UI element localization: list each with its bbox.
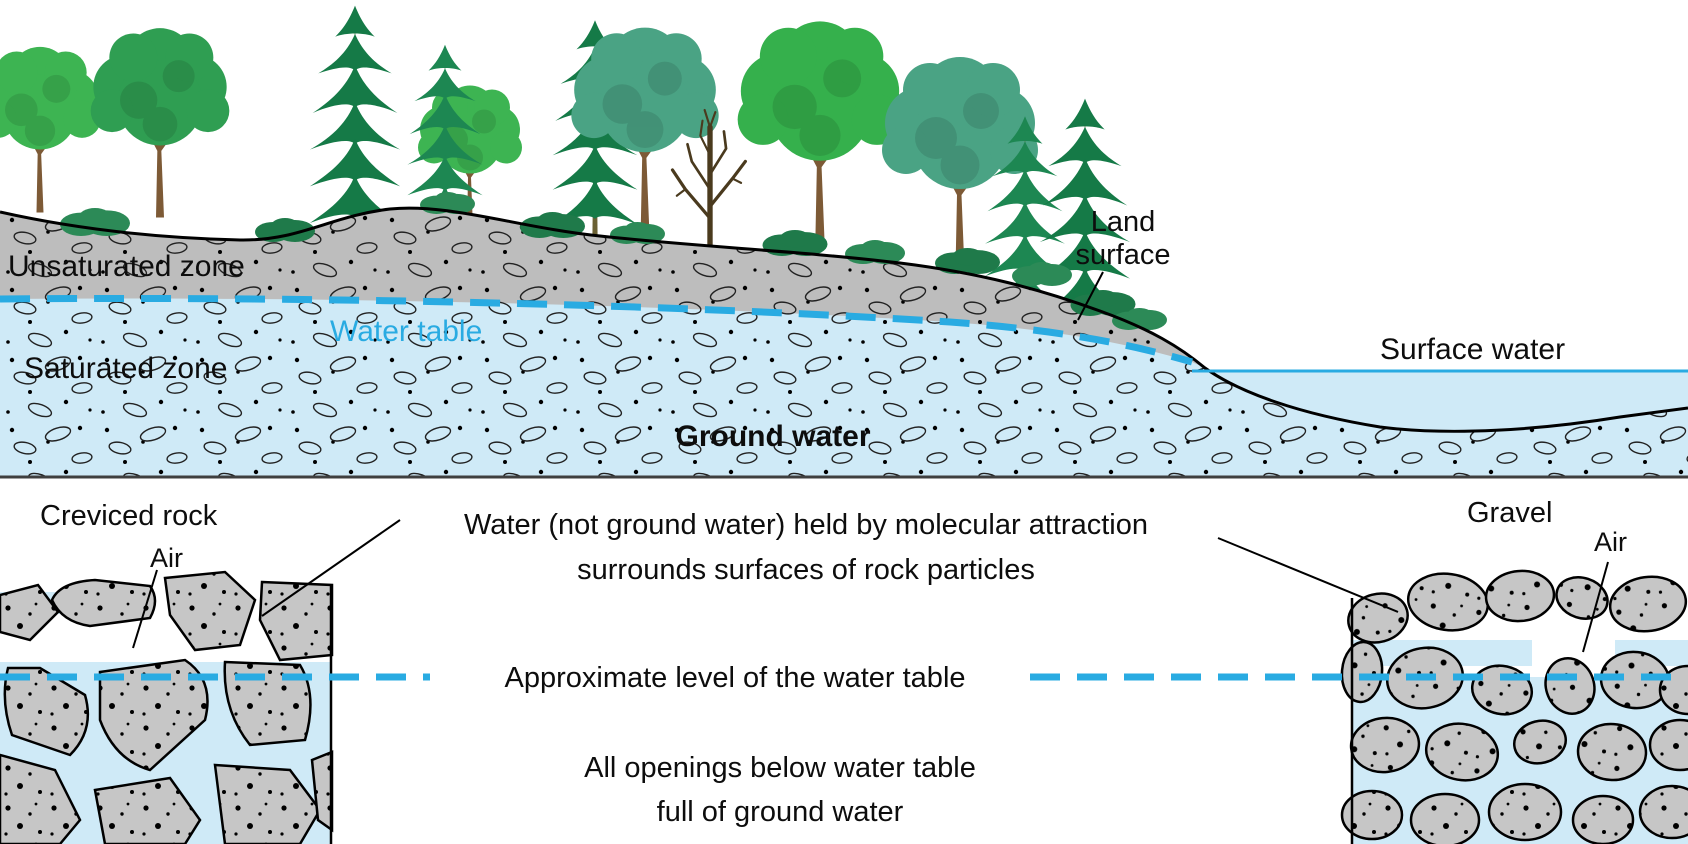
water-table-dashed-line [0,294,1193,366]
label-openings-line2: full of ground water [656,796,904,828]
label-water-table: Water table [330,315,483,348]
label-gravel: Gravel [1467,497,1553,529]
sediment-stipple-overlay [0,208,1688,477]
label-molecular-attraction-line2: surrounds surfaces of rock particles [577,554,1035,586]
rock-slabs [0,570,334,844]
surface-water-fill [1192,368,1688,432]
label-creviced-rock: Creviced rock [40,500,218,532]
label-molecular-attraction-line1: Water (not ground water) held by molecul… [464,509,1148,541]
gravel-stones [1340,569,1688,844]
leader-lines [132,519,1609,653]
label-approximate-water-table-level: Approximate level of the water table [504,662,966,694]
creviced-rock-inset [0,570,334,844]
label-air-left: Air [150,543,183,573]
label-surface-water: Surface water [1380,333,1566,366]
gravel-inset [1340,569,1688,844]
label-unsaturated-zone: Unsaturated zone [8,250,245,283]
label-land-surface: Land surface [1075,206,1171,272]
label-ground-water: Ground water [675,420,871,453]
label-saturated-zone: Saturated zone [24,352,228,385]
label-openings-line1: All openings below water table [584,752,976,784]
land-surface-leader-line [1077,271,1104,321]
land-surface-line [0,206,1688,433]
label-air-right: Air [1594,527,1627,557]
